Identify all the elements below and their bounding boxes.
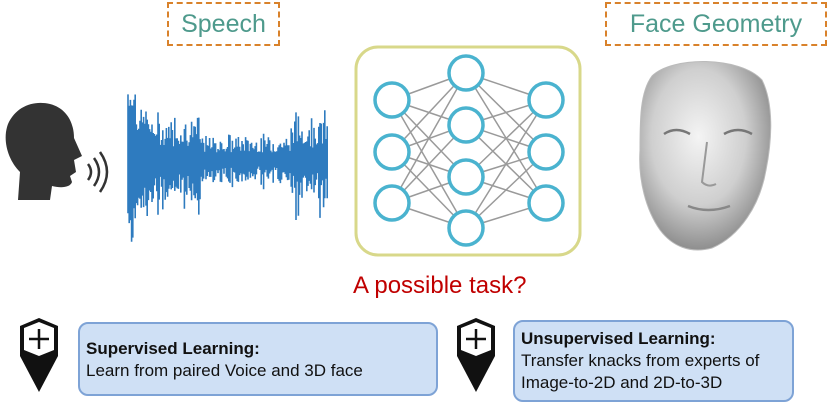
nn-node <box>373 133 411 171</box>
waveform-icon <box>127 94 328 242</box>
card-title: Supervised Learning: <box>86 339 260 358</box>
task-question: A possible task? <box>353 272 527 299</box>
pin-plus-icon <box>20 318 58 392</box>
face-mesh-icon <box>639 61 772 251</box>
card-text: Transfer knacks from experts of <box>521 351 760 370</box>
nn-node <box>447 209 485 247</box>
supervised-learning-card: Supervised Learning: Learn from paired V… <box>78 322 438 396</box>
nn-node <box>447 54 485 92</box>
nn-edge <box>465 99 547 229</box>
neural-network-icon <box>354 45 582 257</box>
card-title: Unsupervised Learning: <box>521 329 716 348</box>
face-geometry-label: Face Geometry <box>605 2 827 46</box>
speech-label: Speech <box>167 2 280 46</box>
nn-node <box>527 184 565 222</box>
card-text: Learn from paired Voice and 3D face <box>86 361 363 380</box>
unsupervised-learning-card: Unsupervised Learning: Transfer knacks f… <box>513 320 794 402</box>
nn-node <box>527 133 565 171</box>
nn-node <box>527 81 565 119</box>
nn-node <box>447 106 485 144</box>
nn-node <box>447 158 485 196</box>
nn-node <box>373 81 411 119</box>
pin-plus-icon <box>457 318 495 392</box>
speaking-head-icon <box>5 102 109 200</box>
card-text: Image-to-2D and 2D-to-3D <box>521 373 723 392</box>
nn-edge <box>391 72 467 204</box>
nn-node <box>373 184 411 222</box>
